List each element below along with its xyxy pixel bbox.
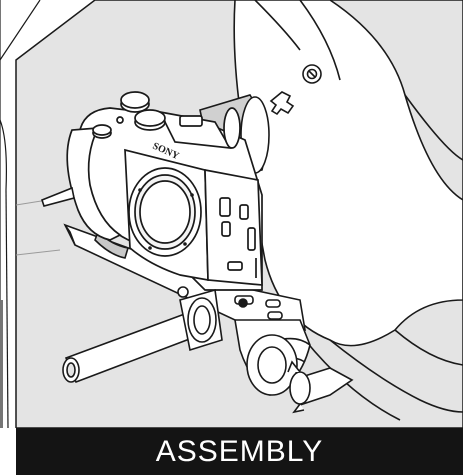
caption-text: ASSEMBLY xyxy=(155,434,324,468)
swivel-mount xyxy=(234,319,311,396)
left-edge-frame xyxy=(0,0,41,428)
camera-body xyxy=(66,91,263,291)
camera-baseplate xyxy=(63,223,306,331)
lock-knob xyxy=(287,360,354,414)
strap-lug xyxy=(41,186,75,207)
assembly-illustration: SONY xyxy=(0,0,463,428)
shoulder-rig-arm xyxy=(233,0,463,421)
caption-bar: ASSEMBLY xyxy=(16,428,463,475)
rod-clamp xyxy=(177,286,223,352)
